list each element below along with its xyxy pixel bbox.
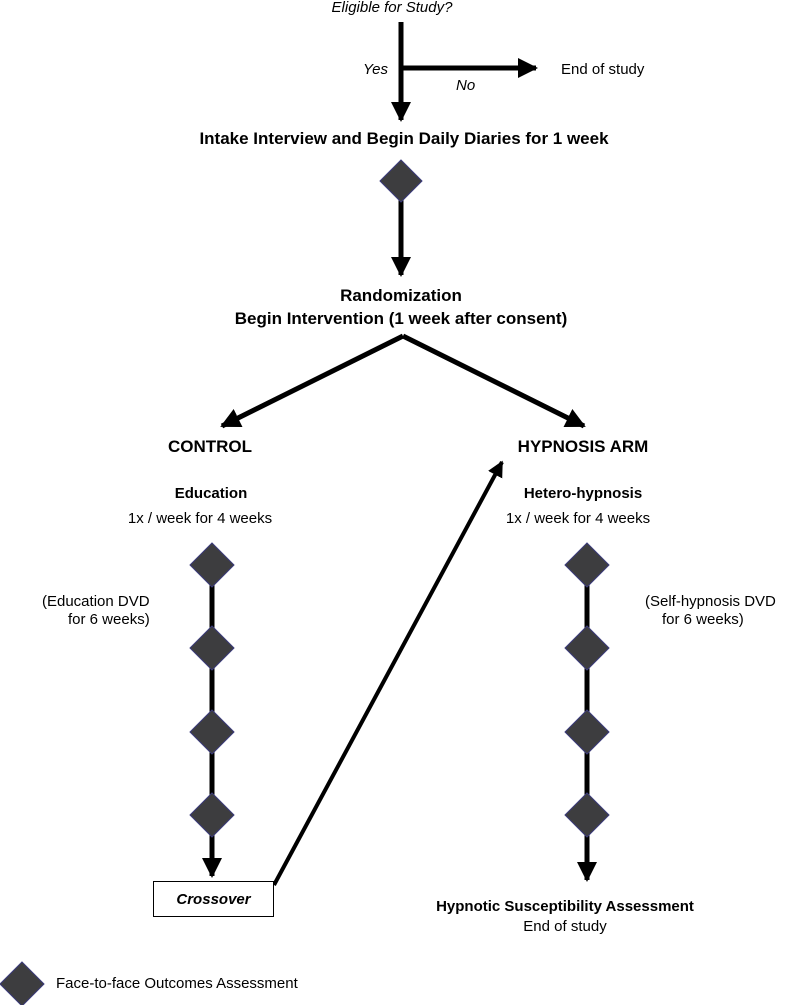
- control-note-line2: for 6 weeks): [68, 611, 150, 628]
- hypnosis-note-line1: (Self-hypnosis DVD: [645, 593, 776, 610]
- hypnosis-end-line1: Hypnotic Susceptibility Assessment: [436, 898, 694, 915]
- crossover-label: Crossover: [176, 890, 251, 908]
- assessment-diamond: [189, 709, 235, 755]
- begin-intervention-heading: Begin Intervention (1 week after consent…: [234, 309, 568, 328]
- assessment-diamond: [564, 542, 610, 588]
- assessment-diamond: [189, 625, 235, 671]
- hypnosis-schedule: 1x / week for 4 weeks: [505, 510, 651, 527]
- assessment-diamond: [189, 792, 235, 838]
- yes-label: Yes: [363, 61, 389, 78]
- control-note-line1: (Education DVD: [42, 593, 150, 610]
- assessment-diamond: [379, 159, 423, 203]
- hypnosis-subtitle: Hetero-hypnosis: [523, 485, 643, 502]
- eligible-question: Eligible for Study?: [331, 0, 453, 16]
- assessment-diamond: [564, 625, 610, 671]
- split-right-arrow: [401, 333, 586, 429]
- legend-diamond: [0, 961, 45, 1005]
- legend-label: Face-to-face Outcomes Assessment: [56, 975, 298, 992]
- hypnosis-title: HYPNOSIS ARM: [517, 437, 649, 456]
- crossover-arrow: [272, 460, 504, 886]
- assessment-diamond: [564, 709, 610, 755]
- assessment-diamond: [564, 792, 610, 838]
- end-of-study-label: End of study: [561, 61, 645, 78]
- control-schedule: 1x / week for 4 weeks: [127, 510, 273, 527]
- assessment-diamond: [189, 542, 235, 588]
- crossover-box: Crossover: [153, 881, 274, 917]
- hypnosis-note-line2: for 6 weeks): [662, 611, 744, 628]
- split-left-arrow: [220, 333, 405, 429]
- no-label: No: [456, 77, 476, 94]
- control-title: CONTROL: [167, 437, 253, 456]
- intake-heading: Intake Interview and Begin Daily Diaries…: [199, 129, 609, 148]
- randomization-heading: Randomization: [340, 286, 462, 305]
- control-subtitle: Education: [174, 485, 248, 502]
- hypnosis-end-line2: End of study: [523, 918, 607, 935]
